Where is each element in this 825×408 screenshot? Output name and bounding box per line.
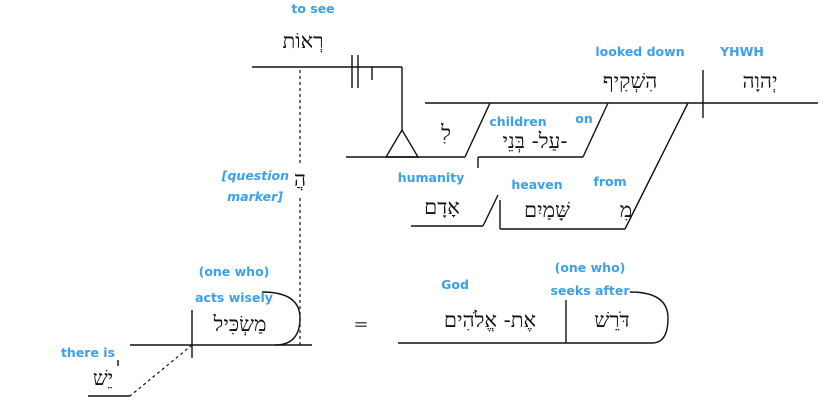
gloss-humanity: humanity [398, 170, 465, 185]
question-marker-link: הֲ [question marker] [221, 70, 306, 345]
word-maskil: מַשְׂכִּיל [213, 312, 267, 336]
gloss-children: children [489, 114, 546, 129]
gloss-looked-down: looked down [595, 44, 684, 59]
gloss-seeks-after: seeks after [551, 283, 631, 298]
upper-clause: יְהוָה הִשְׁקִיף YHWH looked down לִ רְא… [252, 1, 818, 230]
participle-bracket-left [261, 291, 301, 346]
gloss-yhwh: YHWH [719, 44, 764, 59]
word-lirot: רְאוֹת [282, 29, 323, 53]
gloss-heaven: heaven [511, 177, 562, 192]
word-shamayim: שָּׁמַיִם [524, 198, 570, 222]
word-ha: הֲ [294, 167, 306, 191]
equals-sign: = [353, 314, 368, 335]
word-et-elohim: אֶת- אֱלֹהִים [444, 308, 536, 332]
gloss-god: God [441, 277, 469, 292]
word-yhwh: יְהוָה [742, 69, 777, 93]
word-hishkif: הִשְׁקִיף [603, 69, 658, 93]
prep-lamed-slant [464, 102, 491, 158]
gloss-there-is: there is [61, 345, 115, 360]
gloss-one-who-1: (one who) [199, 264, 270, 279]
gloss-from: from [593, 174, 626, 189]
word-adam: אָדָם [424, 195, 460, 219]
gloss-one-who-2: (one who) [555, 260, 626, 275]
prep-min-slant [624, 102, 689, 230]
yesh-dashed-connector [129, 344, 193, 397]
gloss-to-see: to see [291, 1, 334, 16]
gloss-question-2: marker] [227, 189, 283, 204]
stilt-pedestal [384, 128, 420, 158]
word-doresh: דֹּרֵשׁ [594, 308, 629, 332]
word-lamed: לִ [440, 121, 451, 145]
gloss-on: on [575, 111, 593, 126]
word-min: מִ [620, 198, 632, 222]
word-yesh: יֵשׁ [93, 366, 113, 390]
participle-bracket-right [629, 291, 669, 344]
lower-clause: מַשְׂכִּיל (one who) acts wisely = דֹּרֵ… [61, 260, 669, 397]
gloss-question-1: [question [221, 168, 289, 183]
prep-al-slant [582, 102, 609, 158]
construct-slant [482, 194, 499, 227]
gloss-acts-wisely: acts wisely [195, 290, 273, 305]
word-al-bnei: עַל- בְּנֵי- [502, 129, 567, 153]
